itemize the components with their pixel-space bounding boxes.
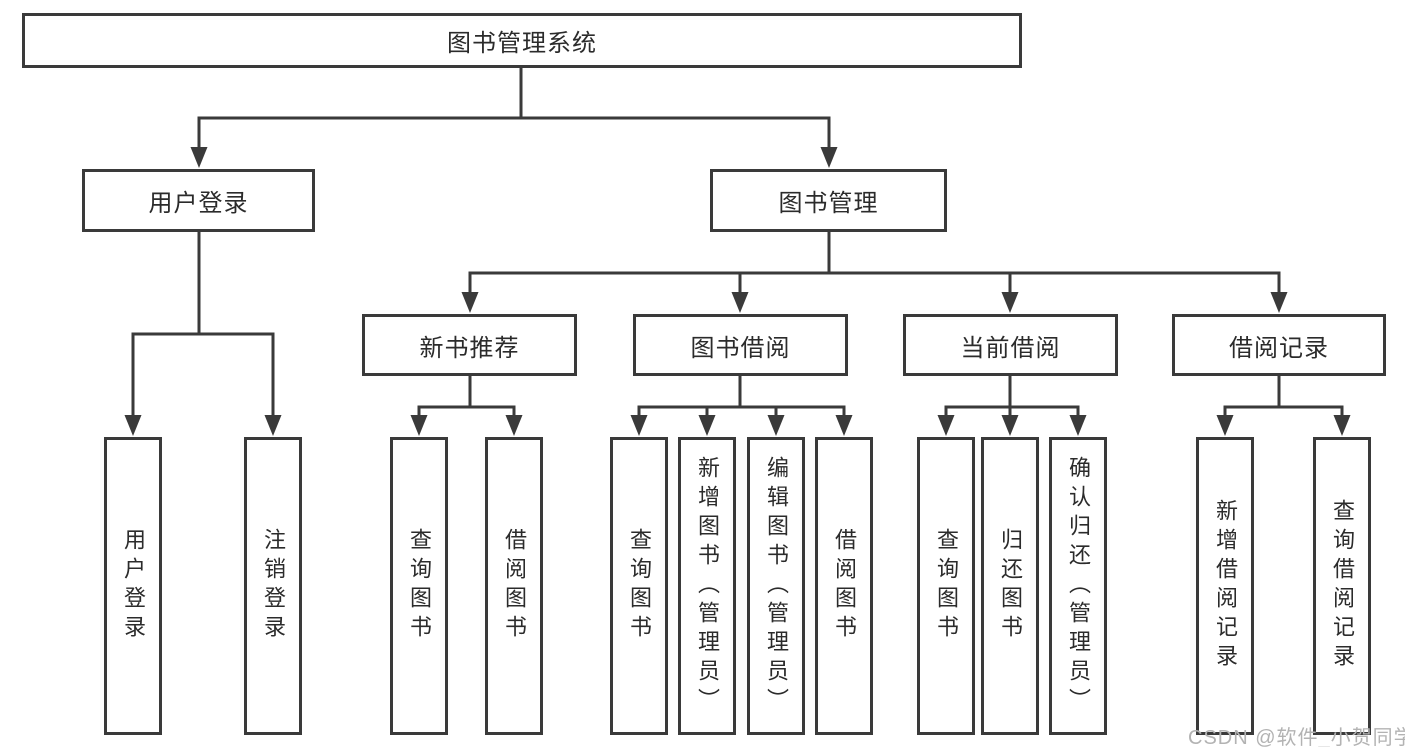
leaf-query-books-current: 查询图书 [917, 437, 975, 735]
leaf-user-login: 用户登录 [104, 437, 162, 735]
leaf-add-borrow-record-label: 新增借阅记录 [1213, 499, 1238, 673]
node-book-borrow: 图书借阅 [633, 314, 848, 376]
node-current-borrow: 当前借阅 [903, 314, 1118, 376]
leaf-borrow-books-borrow-label: 借阅图书 [832, 528, 857, 644]
leaf-return-book-label: 归还图书 [998, 528, 1023, 644]
csdn-watermark: CSDN @软件_小贺同学 [1188, 727, 1405, 747]
leaf-confirm-return-admin: 确认归还（管理员） [1049, 437, 1107, 735]
leaf-add-book-admin-label: 新增图书（管理员） [695, 455, 720, 717]
leaf-user-login-label: 用户登录 [121, 528, 146, 644]
node-user-login: 用户登录 [82, 169, 315, 232]
node-new-book-recommend-label: 新书推荐 [419, 334, 520, 362]
node-library-system: 图书管理系统 [22, 13, 1022, 68]
leaf-query-borrow-record-label: 查询借阅记录 [1330, 499, 1355, 673]
node-book-management: 图书管理 [710, 169, 947, 232]
leaf-edit-book-admin: 编辑图书（管理员） [747, 437, 805, 735]
node-borrow-records-label: 借阅记录 [1229, 334, 1329, 362]
leaf-query-books-recommend: 查询图书 [390, 437, 448, 735]
leaf-query-books-current-label: 查询图书 [934, 528, 959, 644]
leaf-logout: 注销登录 [244, 437, 302, 735]
leaf-borrow-books-borrow: 借阅图书 [815, 437, 873, 735]
leaf-confirm-return-admin-label: 确认归还（管理员） [1066, 455, 1091, 717]
node-library-system-label: 图书管理系统 [447, 30, 597, 57]
node-book-management-label: 图书管理 [778, 190, 879, 217]
leaf-query-borrow-record: 查询借阅记录 [1313, 437, 1371, 735]
node-new-book-recommend: 新书推荐 [362, 314, 577, 376]
node-borrow-records: 借阅记录 [1172, 314, 1386, 376]
leaf-return-book: 归还图书 [981, 437, 1039, 735]
leaf-logout-label: 注销登录 [261, 528, 286, 644]
leaf-query-books-recommend-label: 查询图书 [407, 528, 432, 644]
node-book-borrow-label: 图书借阅 [690, 334, 791, 362]
leaf-query-books-borrow: 查询图书 [610, 437, 668, 735]
leaf-borrow-books-recommend: 借阅图书 [485, 437, 543, 735]
leaf-add-borrow-record: 新增借阅记录 [1196, 437, 1254, 735]
leaf-borrow-books-recommend-label: 借阅图书 [502, 528, 527, 644]
leaf-edit-book-admin-label: 编辑图书（管理员） [764, 455, 789, 717]
leaf-query-books-borrow-label: 查询图书 [627, 528, 652, 644]
node-user-login-label: 用户登录 [148, 190, 249, 217]
leaf-add-book-admin: 新增图书（管理员） [678, 437, 736, 735]
node-current-borrow-label: 当前借阅 [960, 334, 1061, 362]
arrowheads [124, 147, 1351, 436]
